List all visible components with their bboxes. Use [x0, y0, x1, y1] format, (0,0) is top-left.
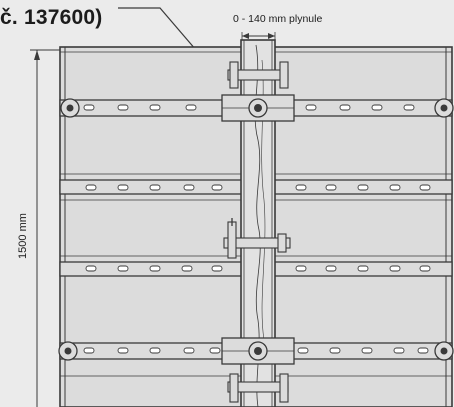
wing-nut-right-top	[434, 98, 454, 118]
wing-nut-left-bottom	[58, 341, 78, 361]
gap-dimension-arrow-right	[268, 33, 275, 39]
post-clamp-top	[221, 61, 295, 122]
height-dimension-label: 1500 mm	[17, 213, 29, 259]
wing-nut-left-top	[60, 98, 80, 118]
wing-nut-right-bottom	[434, 341, 454, 361]
product-code-title: č. 137600)	[0, 6, 103, 29]
post-clamp-middle	[223, 218, 291, 259]
height-dimension-arrow-top	[34, 50, 40, 60]
rail-slots	[83, 104, 431, 354]
post-clamp-bottom	[221, 337, 295, 403]
gap-dimension-arrow-left	[242, 33, 249, 39]
gap-dimension-label: 0 - 140 mm plynule	[233, 13, 323, 25]
